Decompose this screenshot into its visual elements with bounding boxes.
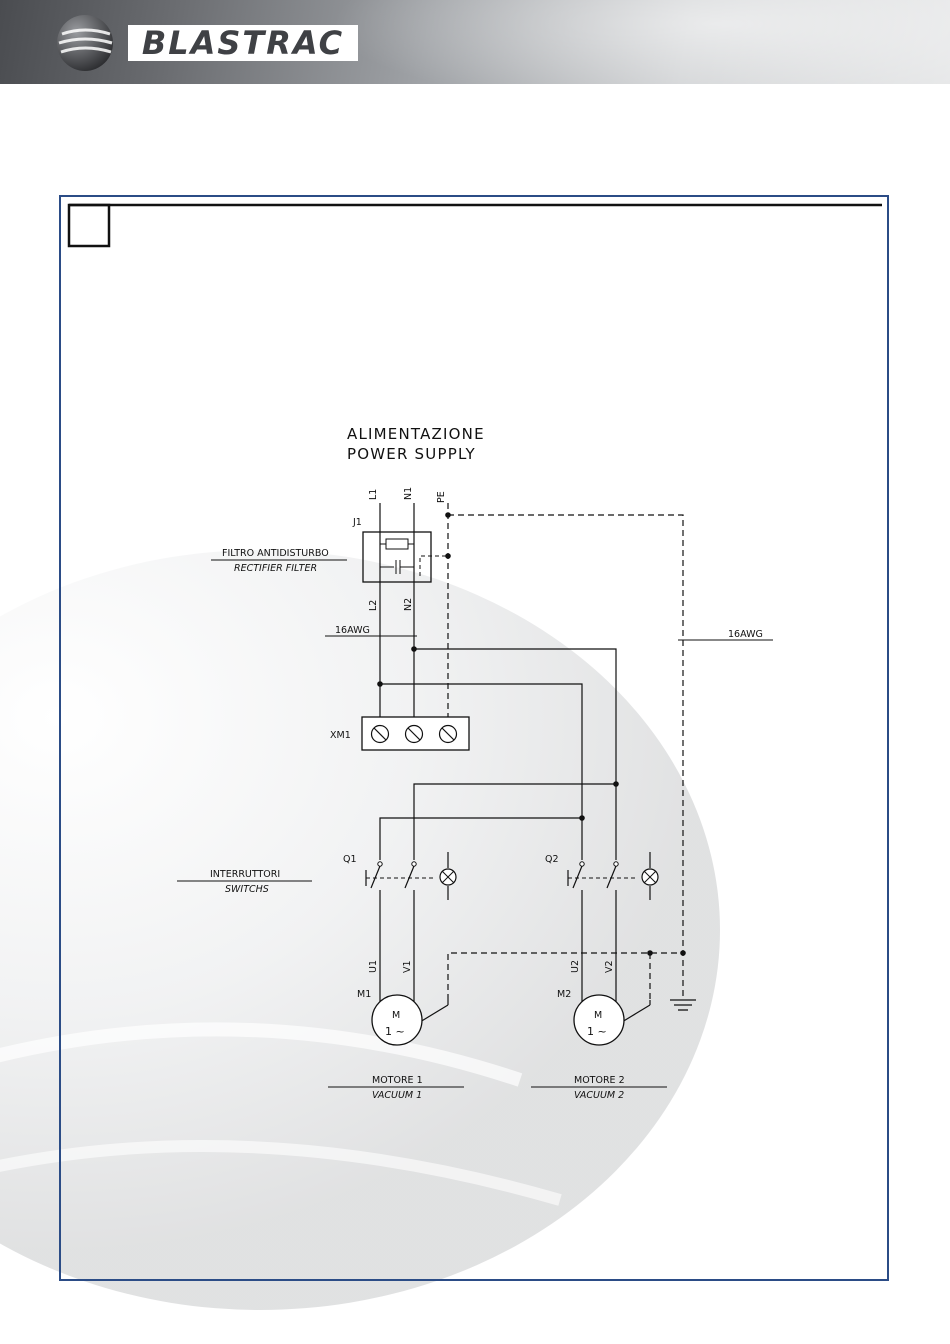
filter-resistor xyxy=(386,539,408,549)
filter-ref: J1 xyxy=(352,517,362,528)
switch-q2-ref: Q2 xyxy=(545,854,559,865)
junction-dot xyxy=(579,815,585,821)
wire-pe-to-ground xyxy=(448,515,683,1000)
junction-dot xyxy=(613,781,619,787)
motor1-ref: M1 xyxy=(357,989,371,1000)
filter-label-en: RECTIFIER FILTER xyxy=(234,563,317,574)
terminal-u1: U1 xyxy=(368,960,379,973)
ground-icon xyxy=(670,1000,696,1010)
wire-gauge-right: 16AWG xyxy=(728,629,763,640)
junction-dot xyxy=(680,950,686,956)
lamp-icon xyxy=(642,852,658,900)
wire-gauge-left: 16AWG xyxy=(335,625,370,636)
section-box xyxy=(69,205,109,246)
switch-q1 xyxy=(366,862,436,1010)
motor1-symbol-bottom: 1 ~ xyxy=(385,1025,405,1038)
supply-title-en: POWER SUPPLY xyxy=(347,445,476,463)
motor2-label-it: MOTORE 2 xyxy=(574,1075,625,1086)
wire-q1-n xyxy=(414,784,616,860)
motor2-symbol-top: M xyxy=(594,1010,602,1021)
junction-dot xyxy=(445,512,451,518)
terminal-l1: L1 xyxy=(368,489,379,500)
motor2-ground-lead xyxy=(622,1005,650,1022)
switch-q2 xyxy=(568,862,638,1010)
terminal-block-ref: XM1 xyxy=(330,730,351,741)
switches-label-it: INTERRUTTORI xyxy=(210,869,280,880)
junction-dot xyxy=(445,553,451,559)
terminal-l2: L2 xyxy=(368,600,379,611)
junction-dot xyxy=(377,681,383,687)
wire-l-branch xyxy=(380,684,582,860)
filter-label-it: FILTRO ANTIDISTURBO xyxy=(222,548,329,559)
motor1-ground-lead xyxy=(420,1005,448,1022)
filter-ground-link xyxy=(420,556,448,576)
terminal-n1: N1 xyxy=(403,487,414,500)
terminal-n2: N2 xyxy=(403,598,414,611)
motor1-label-it: MOTORE 1 xyxy=(372,1075,423,1086)
junction-dot xyxy=(411,646,417,652)
switches-label-en: SWITCHS xyxy=(225,884,269,895)
wire-n-branch xyxy=(414,649,616,860)
motor2-label-en: VACUUM 2 xyxy=(574,1090,624,1101)
motor2-ref: M2 xyxy=(557,989,571,1000)
terminal-pe: PE xyxy=(436,491,447,503)
lamp-icon xyxy=(440,852,456,900)
terminal-block xyxy=(362,717,469,750)
terminal-v2: V2 xyxy=(604,960,615,973)
switch-q1-ref: Q1 xyxy=(343,854,357,865)
motor1-symbol-top: M xyxy=(392,1010,400,1021)
motor2-symbol-bottom: 1 ~ xyxy=(587,1025,607,1038)
motor1-label-en: VACUUM 1 xyxy=(372,1090,422,1101)
terminal-v1: V1 xyxy=(402,960,413,973)
terminal-u2: U2 xyxy=(570,960,581,973)
junction-dot xyxy=(647,950,653,956)
supply-title-it: ALIMENTAZIONE xyxy=(347,425,485,443)
